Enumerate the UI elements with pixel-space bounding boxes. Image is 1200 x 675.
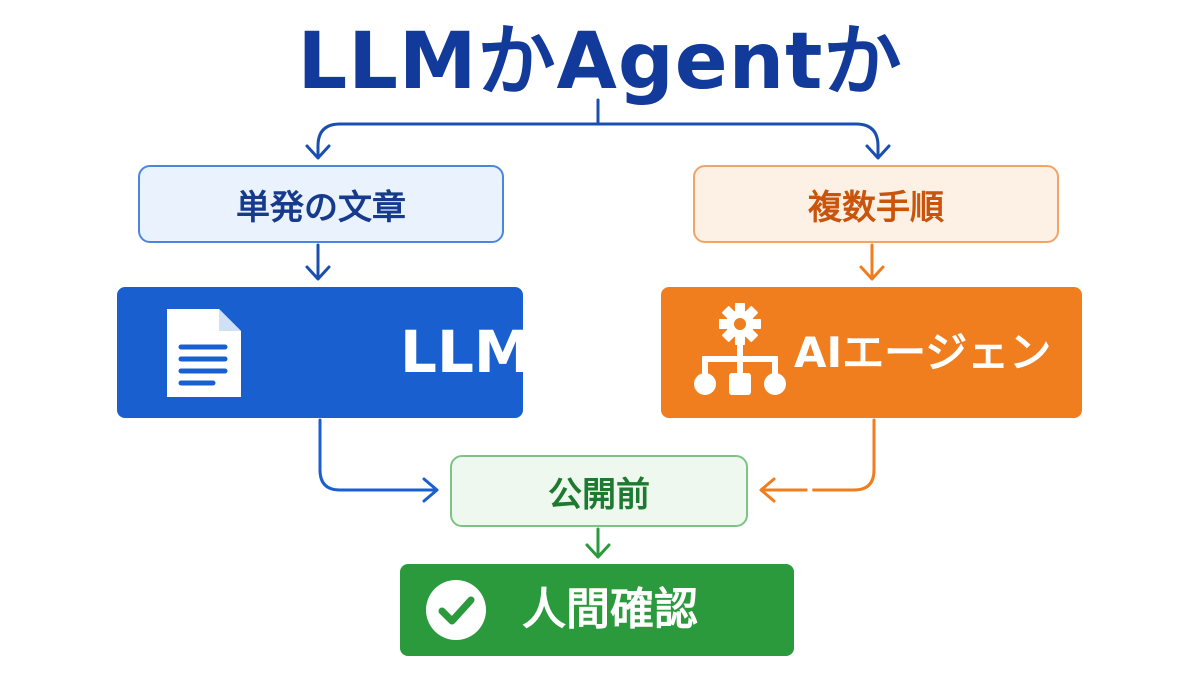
green-down-arrow — [585, 527, 611, 559]
arrowhead-right — [865, 144, 891, 160]
llm-to-prepublish-arrow — [318, 418, 439, 503]
document-icon — [167, 309, 241, 397]
split-arrow — [316, 98, 880, 158]
checkmark-icon — [426, 580, 486, 640]
gear-flow-icon — [694, 303, 786, 395]
diagram-title: LLMかAgentか — [297, 17, 903, 107]
multi-step-label: 複数手順 — [808, 187, 944, 228]
llm-label: LLM — [400, 318, 532, 386]
single-doc-box: 単発の文章 — [138, 165, 504, 243]
single-doc-label: 単発の文章 — [236, 187, 406, 228]
agent-to-prepublish-arrow — [759, 418, 876, 503]
arrowhead-left — [305, 144, 331, 160]
blue-down-arrow — [305, 243, 331, 281]
ai-agent-label: AIエージェント — [794, 328, 1052, 508]
human-check-label: 人間確認 — [522, 584, 698, 635]
orange-down-arrow — [859, 243, 885, 281]
pre-publish-box: 公開前 — [450, 455, 748, 527]
pre-publish-label: 公開前 — [548, 474, 650, 515]
multi-step-box: 複数手順 — [693, 165, 1059, 243]
